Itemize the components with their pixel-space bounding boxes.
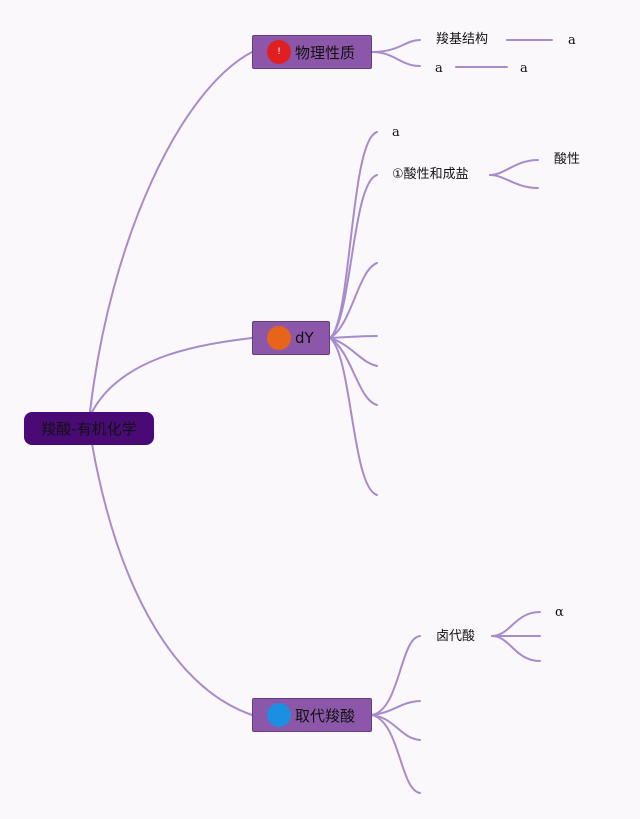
edge-root-physical (89, 51, 253, 413)
edge-dy-6 (329, 337, 378, 406)
leaf-a-dy[interactable]: a (392, 125, 400, 140)
priority-2-icon (267, 326, 291, 350)
edge-dy-1 (329, 131, 378, 339)
root-node[interactable]: 羧酸-有机化学 (24, 412, 154, 445)
leaf-alpha[interactable]: α (555, 605, 564, 620)
edge-dy-2 (329, 174, 378, 339)
root-label: 羧酸-有机化学 (41, 420, 137, 438)
edge-dy-3 (329, 262, 378, 339)
branch-substituted-acids[interactable]: 取代羧酸 (252, 698, 372, 732)
edge-acidsalt-2 (489, 174, 539, 189)
edge-sub-2 (371, 700, 421, 716)
edge-acidsalt-acidity (489, 159, 539, 176)
edge-sub-1 (371, 635, 421, 716)
branch-dy-label: dY (295, 329, 314, 347)
leaf-acid-and-salt[interactable]: ①酸性和成盐 (392, 167, 469, 182)
edge-physical-structure (371, 39, 421, 53)
edge-dy-4 (329, 335, 378, 339)
edge-halo-1 (491, 611, 541, 637)
leaf-halo-acid[interactable]: 卤代酸 (436, 629, 476, 644)
edge-halo-3 (491, 635, 541, 662)
branch-substituted-acids-label: 取代羧酸 (295, 706, 356, 725)
edge-root-substituted (91, 443, 253, 716)
leaf-acidity[interactable]: 酸性 (554, 152, 581, 167)
leaf-a-right[interactable]: a (520, 61, 528, 76)
edge-dy-5 (329, 337, 378, 367)
branch-physical-properties[interactable]: ! 物理性质 (252, 35, 372, 69)
branch-dy[interactable]: dY (252, 321, 330, 355)
leaf-a-left[interactable]: a (435, 61, 443, 76)
edge-physical-a (371, 51, 421, 67)
edge-dy-7 (329, 337, 378, 496)
edge-root-dy (91, 337, 253, 413)
priority-3-icon (267, 703, 291, 727)
edge-sub-4 (371, 714, 421, 794)
priority-1-icon: ! (267, 40, 291, 64)
leaf-carboxyl-structure[interactable]: 羧基结构 (436, 32, 489, 47)
branch-physical-properties-label: 物理性质 (295, 43, 356, 62)
leaf-a-structure[interactable]: a (568, 33, 576, 48)
